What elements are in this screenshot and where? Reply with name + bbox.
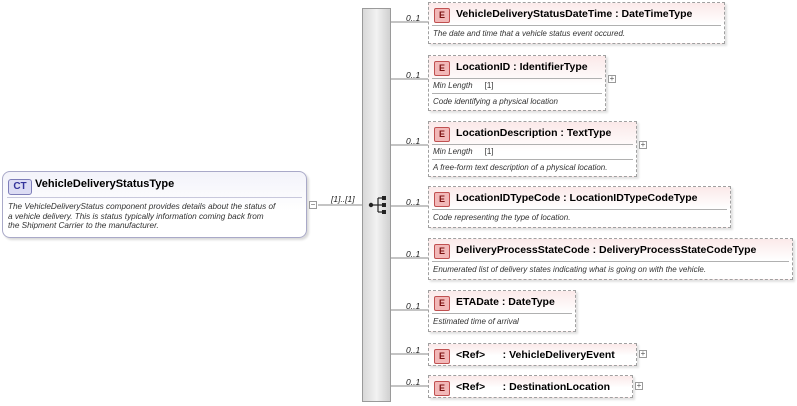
- element-box[interactable]: E LocationIDTypeCode : LocationIDTypeCode…: [428, 186, 731, 228]
- element-cardinality: 0..1: [406, 136, 421, 146]
- element-divider: [432, 313, 572, 314]
- element-name: DeliveryProcessStateCode : DeliveryProce…: [456, 244, 757, 256]
- facet-name: Min Length: [433, 81, 473, 90]
- element-divider: [432, 144, 633, 145]
- element-documentation: Estimated time of arrival: [433, 317, 519, 326]
- element-name: LocationID : IdentifierType: [456, 61, 588, 73]
- element-cardinality: 0..1: [406, 345, 421, 355]
- element-badge: E: [434, 127, 450, 142]
- element-documentation: Code identifying a physical location: [433, 97, 558, 106]
- element-divider: [432, 25, 721, 26]
- complex-type-divider: [7, 197, 302, 198]
- element-documentation: A free-form text description of a physic…: [433, 163, 608, 172]
- element-facet: Min Length [1]: [433, 81, 494, 90]
- element-badge: E: [434, 61, 450, 76]
- element-box[interactable]: E DeliveryProcessStateCode : DeliveryProc…: [428, 238, 793, 280]
- facet-name: Min Length: [433, 147, 473, 156]
- element-box[interactable]: E VehicleDeliveryStatusDateTime : DateTim…: [428, 2, 725, 44]
- sequence-cardinality: [1]..[1]: [331, 194, 355, 204]
- element-name: <Ref> : DestinationLocation: [456, 381, 611, 393]
- element-badge: E: [434, 349, 450, 364]
- element-documentation: Enumerated list of delivery states indic…: [433, 265, 707, 274]
- expand-icon[interactable]: +: [635, 381, 643, 390]
- collapse-icon[interactable]: −: [309, 200, 317, 209]
- complex-type-box[interactable]: CT VehicleDeliveryStatusType The Vehicle…: [2, 171, 307, 238]
- element-name: VehicleDeliveryStatusDateTime : DateTime…: [456, 8, 693, 20]
- element-box[interactable]: E <Ref> : DestinationLocation: [428, 375, 633, 398]
- sequence-compositor-icon[interactable]: [363, 190, 393, 220]
- element-divider: [432, 261, 789, 262]
- complex-type-name: VehicleDeliveryStatusType: [35, 178, 175, 190]
- element-badge: E: [434, 192, 450, 207]
- element-divider: [432, 93, 602, 94]
- element-divider: [432, 209, 727, 210]
- element-cardinality: 0..1: [406, 13, 421, 23]
- element-divider: [432, 159, 633, 160]
- element-cardinality: 0..1: [406, 70, 421, 80]
- complex-type-badge: CT: [8, 179, 32, 195]
- expand-icon[interactable]: +: [639, 349, 647, 358]
- element-badge: E: [434, 296, 450, 311]
- element-badge: E: [434, 381, 450, 396]
- element-documentation: The date and time that a vehicle status …: [433, 29, 626, 38]
- facet-value: [1]: [484, 81, 494, 90]
- element-name: LocationIDTypeCode : LocationIDTypeCodeT…: [456, 192, 698, 204]
- expand-icon[interactable]: +: [639, 140, 647, 149]
- element-badge: E: [434, 244, 450, 259]
- element-cardinality: 0..1: [406, 377, 421, 387]
- element-cardinality: 0..1: [406, 197, 421, 207]
- element-cardinality: 0..1: [406, 301, 421, 311]
- expand-icon[interactable]: +: [608, 74, 616, 83]
- complex-type-documentation: The VehicleDeliveryStatus component prov…: [8, 202, 276, 230]
- element-name: <Ref> : VehicleDeliveryEvent: [456, 349, 615, 361]
- element-box[interactable]: E <Ref> : VehicleDeliveryEvent: [428, 343, 637, 366]
- element-badge: E: [434, 8, 450, 23]
- element-cardinality: 0..1: [406, 249, 421, 259]
- element-divider: [432, 78, 602, 79]
- element-name: LocationDescription : TextType: [456, 127, 612, 139]
- facet-value: [1]: [484, 147, 494, 156]
- element-facet: Min Length [1]: [433, 147, 494, 156]
- element-documentation: Code representing the type of location.: [433, 213, 571, 222]
- element-name: ETADate : DateType: [456, 296, 555, 308]
